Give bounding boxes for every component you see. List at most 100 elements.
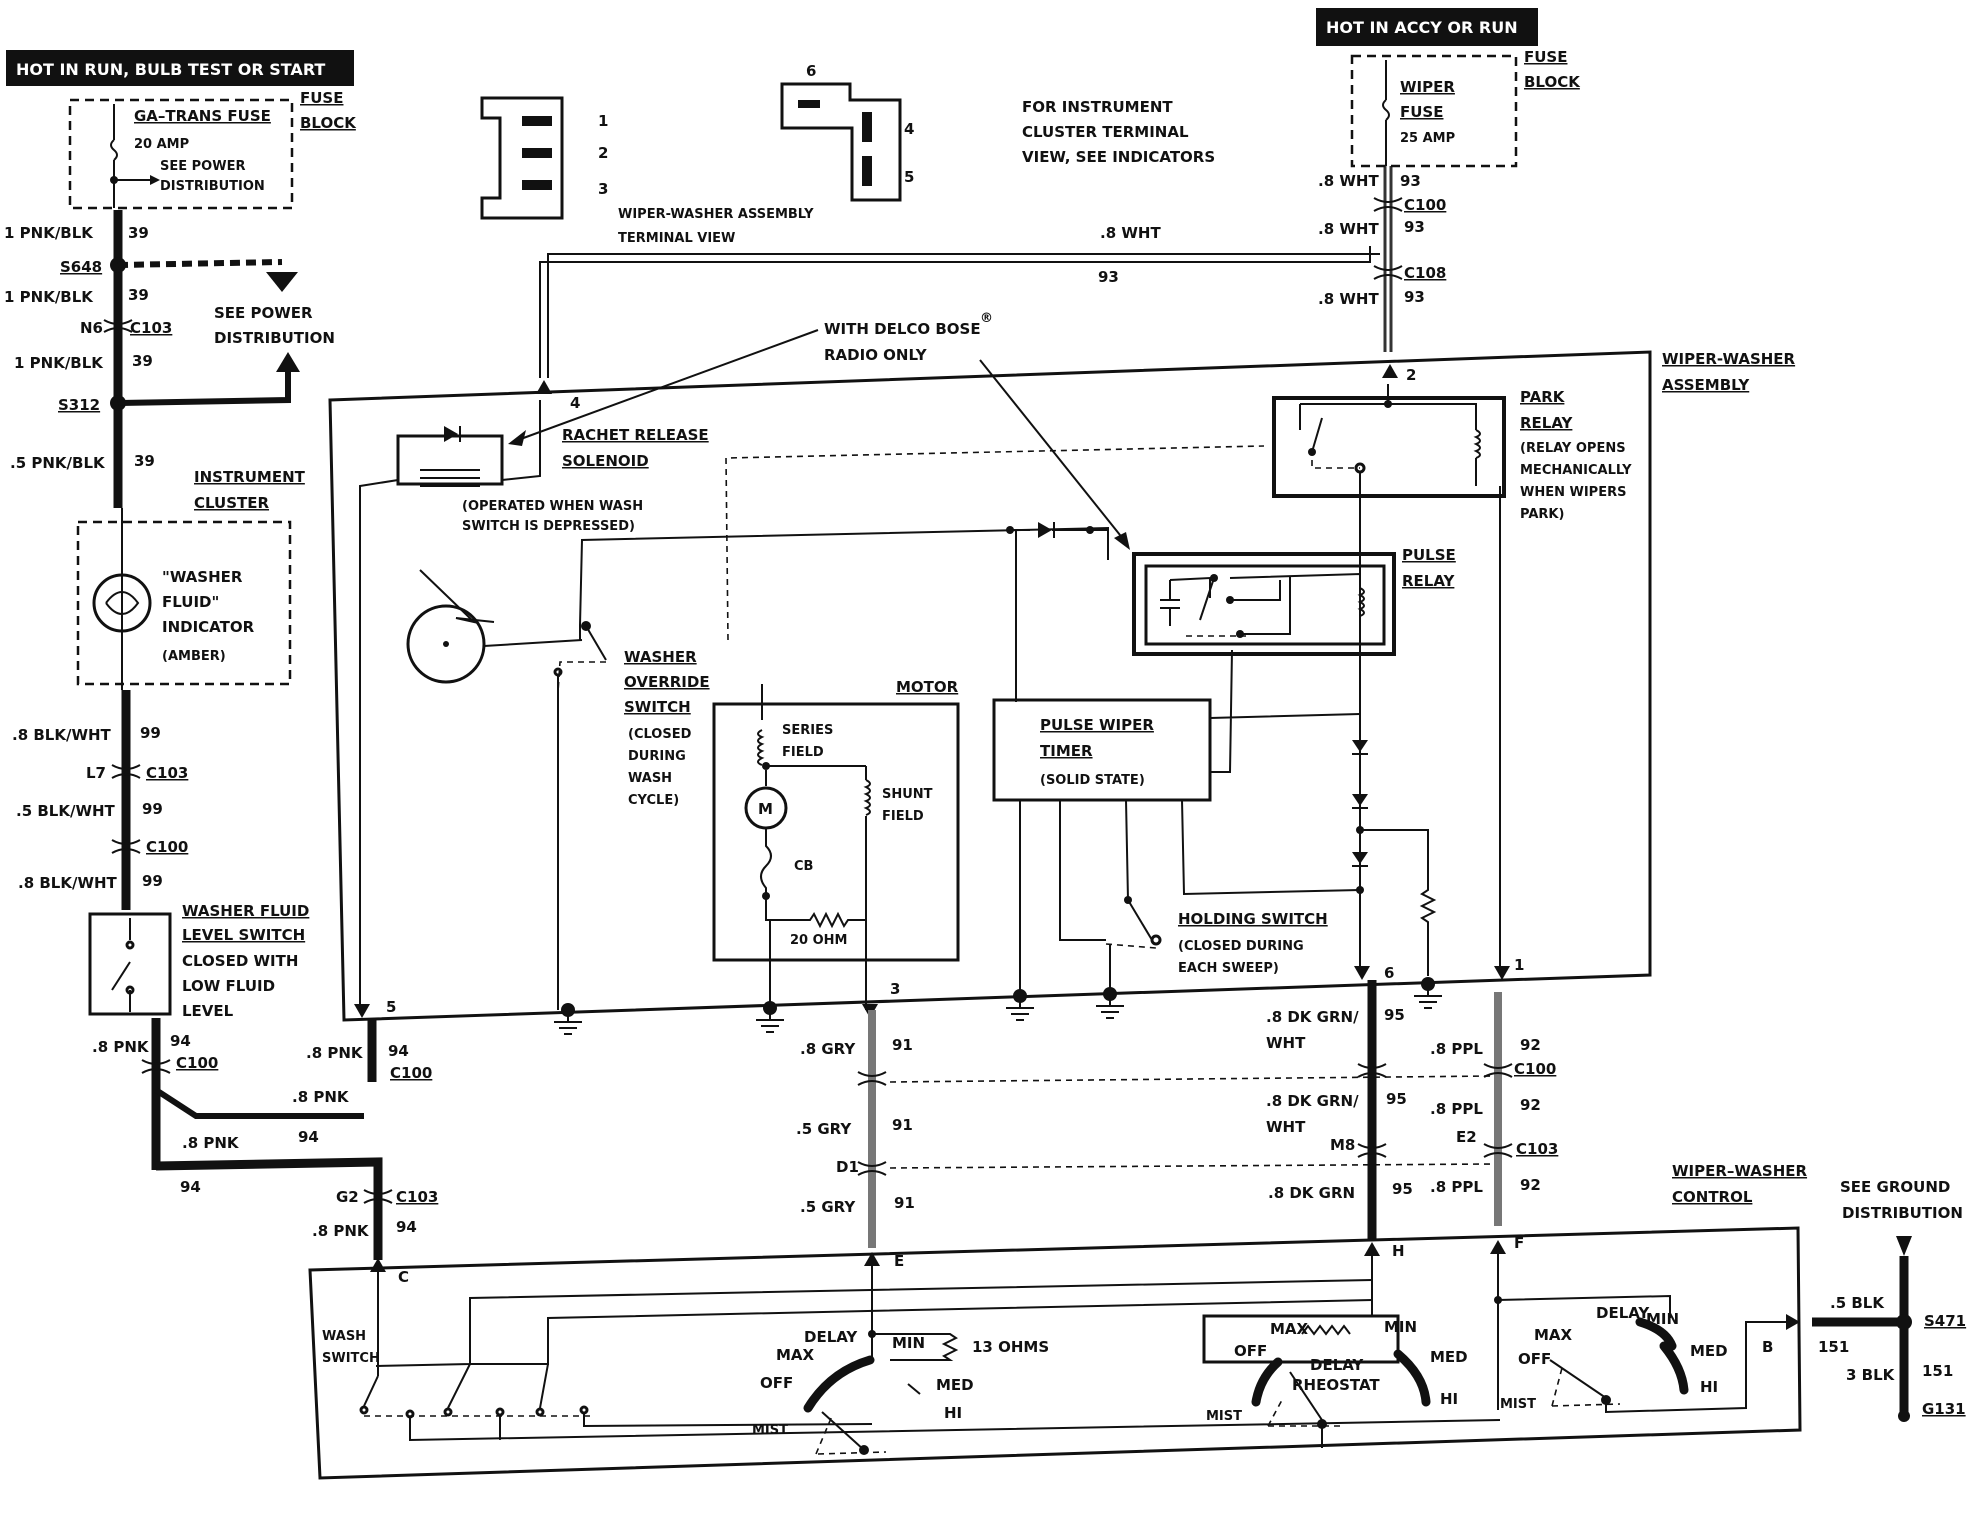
instrument-cluster-label-2: CLUSTER: [194, 494, 269, 512]
switch1-contact: [907, 1383, 921, 1395]
terminal-arrow-icon: [1494, 966, 1510, 980]
ratchet-pawl-icon: [419, 569, 495, 624]
relay-coil-icon: [1357, 587, 1365, 617]
switch2-wiring: [1289, 1256, 1373, 1421]
connector-icons: [857, 1063, 1513, 1176]
splice-label: S471: [1924, 1312, 1966, 1330]
switch2-min-label: MIN: [1384, 1318, 1417, 1336]
hot-in-run-tag: HOT IN RUN, BULB TEST OR START: [6, 50, 354, 86]
pin-number: 1: [598, 112, 608, 130]
indicator-label-3: INDICATOR: [162, 618, 255, 636]
pulse-relay-leads: [1230, 576, 1291, 635]
diode-icon: [1038, 522, 1052, 538]
switch3-med-label: MED: [1690, 1342, 1728, 1360]
wire-label: .8 PNK: [92, 1038, 150, 1056]
delay-rheostat-box: [1202, 1314, 1400, 1364]
connector-label: C108: [1404, 264, 1446, 282]
connector-cavity: E2: [1456, 1128, 1477, 1146]
terminal-view-caption-2: TERMINAL VIEW: [618, 231, 735, 246]
connector-label: C100: [390, 1064, 432, 1082]
ratchet-cam-icon: [406, 604, 486, 684]
pulse-relay-wiring: [1169, 572, 1361, 640]
cluster-note-3: VIEW, SEE INDICATORS: [1022, 148, 1215, 166]
wire-label: .8 PNK: [182, 1134, 240, 1152]
registered-mark: ®: [980, 311, 993, 326]
switch1-mist-label: MIST: [752, 1423, 788, 1438]
washer-override-label: WASHER: [624, 648, 697, 666]
circuit-number: 94: [298, 1128, 319, 1146]
connector-icon: [1373, 265, 1403, 280]
wire-label: .8 BLK/WHT: [18, 874, 118, 892]
ga-trans-fuse-label: GA–TRANS FUSE: [134, 107, 271, 125]
wire-label: .8 WHT: [1318, 290, 1379, 308]
terminal-letter: E: [894, 1252, 904, 1270]
pulse-relay-label-2: RELAY: [1402, 572, 1456, 590]
washer-override-switch-blade: [585, 625, 607, 661]
pin-number: 3: [598, 180, 608, 198]
circuit-number: 39: [128, 286, 149, 304]
terminal-letter: F: [1514, 1234, 1524, 1252]
switch2-max-label: MAX: [1270, 1320, 1309, 1338]
pulse-relay-box: [1132, 552, 1396, 656]
ga-trans-fuse-block: [68, 98, 294, 210]
terminal-number: 5: [386, 998, 396, 1016]
washer-override-note-4: CYCLE): [628, 793, 679, 808]
wire-label: .8 PPL: [1430, 1100, 1483, 1118]
cluster-note-2: CLUSTER TERMINAL: [1022, 123, 1189, 141]
see-ground-label-2: DISTRIBUTION: [1842, 1204, 1963, 1222]
terminal-view-connector-a: [480, 96, 564, 220]
wiper-washer-control-box: [308, 1226, 1802, 1480]
terminal-number: 1: [1514, 956, 1524, 974]
connector-label: C100: [1514, 1060, 1556, 1078]
wire-label: .5 PNK/BLK: [10, 454, 106, 472]
leader-line: [517, 329, 819, 441]
delco-bose-note: WITH DELCO BOSE: [824, 320, 981, 338]
circuit-number: 91: [892, 1036, 913, 1054]
see-power-label-2: DISTRIBUTION: [160, 179, 265, 194]
cluster-note: FOR INSTRUMENT: [1022, 98, 1173, 116]
circuit-breaker-icon: [760, 828, 772, 896]
circuit-number: 95: [1392, 1180, 1413, 1198]
wash-switch-label-2: SWITCH: [322, 1351, 380, 1366]
motor-symbol: M: [758, 800, 773, 818]
switch1-off-label: OFF: [760, 1374, 793, 1392]
wire-94-to-control: [155, 1157, 383, 1260]
pin-number: 5: [904, 168, 914, 186]
switch3-max-label: MAX: [1534, 1326, 1573, 1344]
power-wire: [117, 370, 291, 406]
circuit-number: 39: [134, 452, 155, 470]
splice-s471: [1896, 1314, 1912, 1330]
resistor-20-ohm: [765, 896, 866, 929]
terminal-letter: C: [398, 1268, 409, 1286]
see-power-label: SEE POWER: [160, 159, 245, 174]
terminal-number: 6: [1384, 964, 1394, 982]
switch1-blade: [821, 1411, 865, 1451]
pin-number: 6: [806, 62, 816, 80]
connector-dashed-lines: [889, 1075, 1493, 1169]
wire-label: .8 GRY: [800, 1040, 856, 1058]
connector-label: C103: [396, 1188, 438, 1206]
switch2-mist-label: MIST: [1206, 1409, 1242, 1424]
circuit-number: 39: [128, 224, 149, 242]
switch-contact: [1601, 1395, 1611, 1405]
park-relay-note-3: WHEN WIPERS: [1520, 485, 1626, 500]
wire-to-term5: [359, 479, 399, 1010]
switch-linkage: [815, 1415, 887, 1455]
circuit-number: 151: [1818, 1338, 1849, 1356]
switch2-rheostat-label: RHEOSTAT: [1292, 1376, 1380, 1394]
series-field-label-2: FIELD: [782, 745, 824, 760]
terminal-letter: H: [1392, 1242, 1405, 1260]
connector-icon: [363, 1189, 393, 1204]
level-switch-note-2: LOW FLUID: [182, 977, 275, 995]
wire-label: 1 PNK/BLK: [4, 288, 94, 306]
pulse-relay-label: PULSE: [1402, 546, 1456, 564]
splice-label: S312: [58, 396, 100, 414]
wash-switch-contacts: [359, 1363, 1501, 1442]
instrument-cluster-box: [76, 520, 292, 686]
wire-label: 1 PNK/BLK: [4, 224, 94, 242]
resistor-label: 13 OHMS: [972, 1338, 1049, 1356]
relay-linkage: [1311, 460, 1360, 469]
wire-label: .8 PPL: [1430, 1040, 1483, 1058]
wire-94-branch: [154, 1087, 364, 1119]
connector-cavity: D1: [836, 1158, 859, 1176]
